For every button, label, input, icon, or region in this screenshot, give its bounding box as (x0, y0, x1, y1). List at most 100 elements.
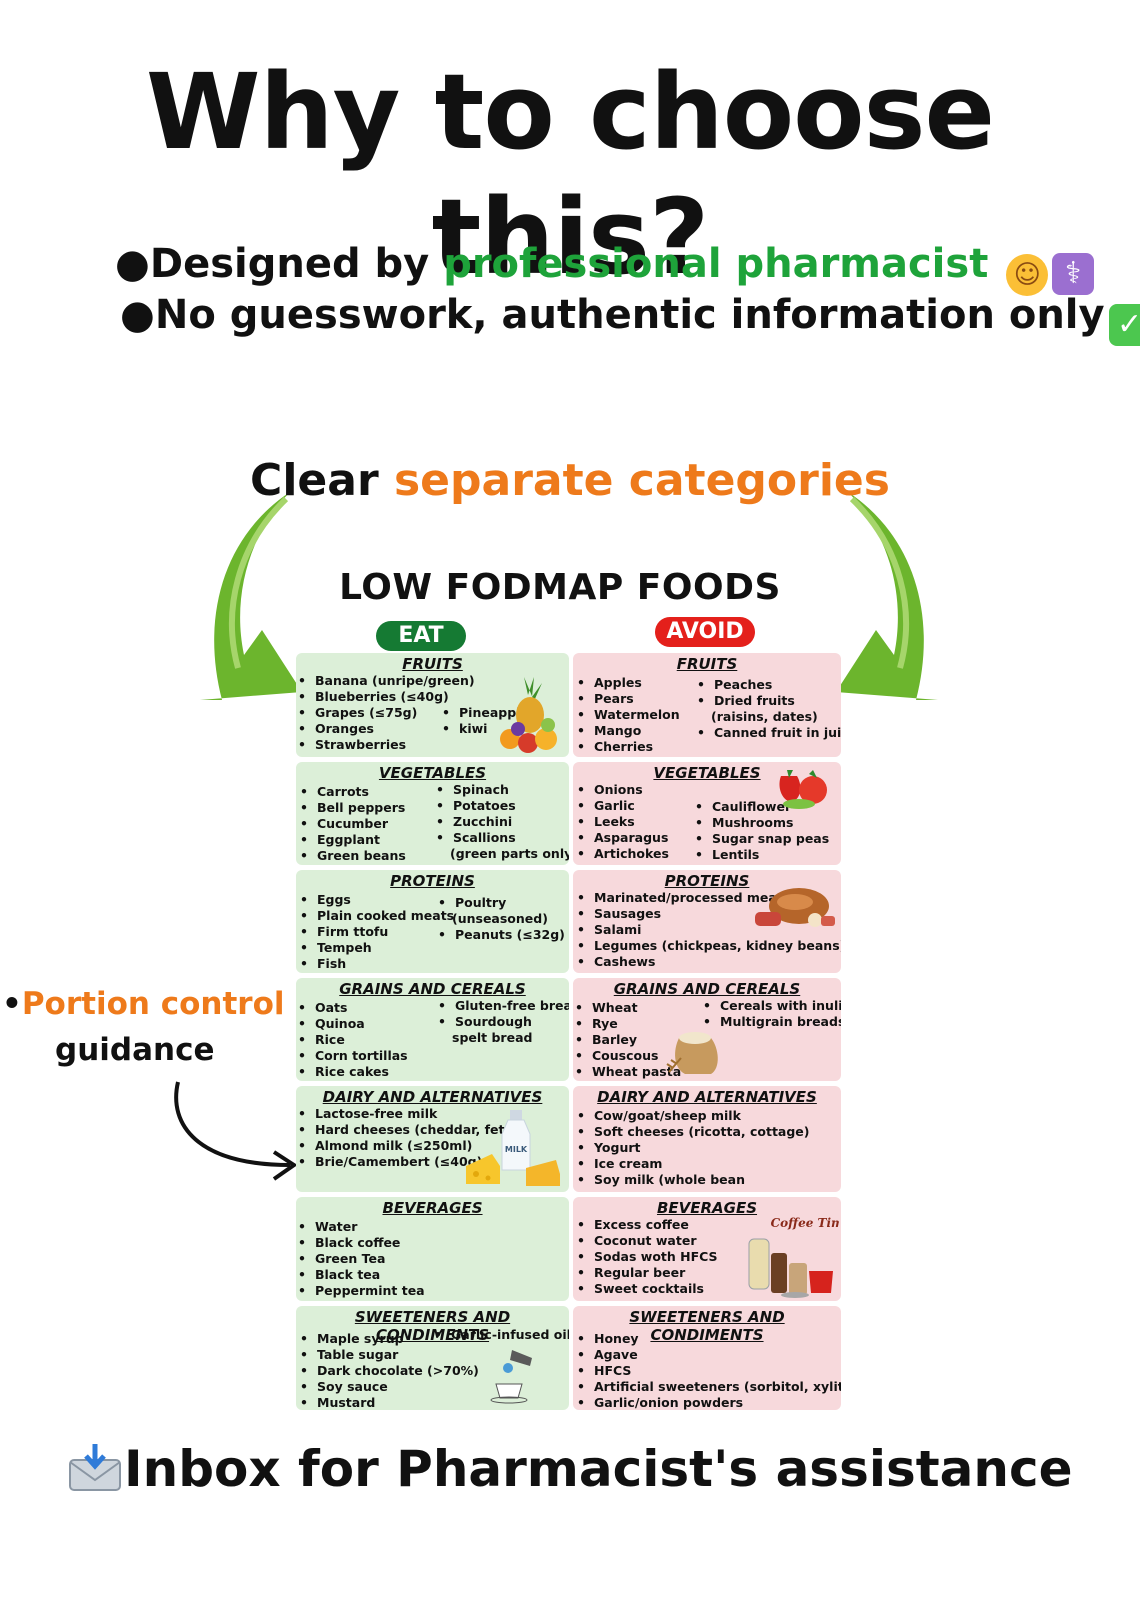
categories-highlight: separate categories (393, 455, 890, 506)
categories-heading: Clear separate categories (0, 455, 1140, 508)
list-item: Scallions (450, 830, 569, 846)
list-item: Couscous (589, 1048, 681, 1064)
list-item: Mango (591, 723, 680, 739)
list-item: Grapes (≤75g) (312, 705, 475, 721)
list-item: Black tea (312, 1267, 425, 1283)
bullet-no-guesswork: ●No guesswork, authentic information onl… (120, 291, 1140, 346)
list-item: Watermelon (591, 707, 680, 723)
list-item: Oranges (312, 721, 475, 737)
eat-proteins-list: Eggs Plain cooked meats Firm ttofu Tempe… (300, 892, 454, 972)
portion-highlight: Portion control (21, 986, 285, 1022)
list-item: Sourdough (452, 1014, 569, 1030)
chart-title: LOW FODMAP FOODS (339, 567, 781, 608)
coffee-time-text: Coffee Time (771, 1216, 839, 1230)
avoid-vegetables-title: VEGETABLES (653, 764, 761, 782)
eat-dairy-card: DAIRY AND ALTERNATIVES Lactose-free milk… (296, 1086, 569, 1192)
list-item: Firm ttofu (314, 924, 454, 940)
list-item: Rice (312, 1032, 408, 1048)
list-item: Sodas woth HFCS (591, 1249, 718, 1265)
list-item: Mustard (314, 1395, 479, 1410)
list-item: Cauliflower (709, 799, 829, 815)
avoid-vegetables-list: Onions Garlic Leeks Asparagus Artichokes (577, 782, 669, 862)
list-item: Sweet cocktails (591, 1281, 718, 1297)
avoid-grains-list-2: Cereals with inulin Multigrain breads (703, 998, 841, 1030)
list-item: Green beans (314, 848, 406, 864)
coffee-drinks-icon: Coffee Time (748, 1216, 839, 1298)
fruit-bowl-icon (500, 677, 557, 753)
list-item: Blueberries (≤40g) (312, 689, 475, 705)
avoid-vegetables-list-2: Cauliflower Mushrooms Sugar snap peas Le… (695, 799, 829, 863)
list-item: Leeks (591, 814, 669, 830)
avoid-sweeteners-list: Honey Agave HFCS Artificial sweeteners (… (577, 1331, 841, 1410)
list-item: Multigrain breads (717, 1014, 841, 1030)
eat-vegetables-card: VEGETABLES Carrots Bell peppers Cucumber… (296, 762, 569, 865)
list-item: Rice cakes (312, 1064, 408, 1080)
list-item: kiwi (456, 721, 529, 737)
list-item: Legumes (chickpeas, kidney beans) (591, 938, 841, 954)
list-item: Artificial sweeteners (sorbitol, xylitol… (591, 1379, 841, 1395)
eat-grains-list: Oats Quinoa Rice Corn tortillas Rice cak… (298, 1000, 408, 1080)
list-item: Lactose-free milk (312, 1106, 519, 1122)
list-item: Pears (591, 691, 680, 707)
list-item: Lentils (709, 847, 829, 863)
list-item: Cucumber (314, 816, 406, 832)
page-title: Why to choose this? (145, 51, 995, 298)
eat-sweeteners-card: SWEETENERS AND CONDIMENTS Maple syrup Ta… (296, 1306, 569, 1410)
list-item: Tempeh (314, 940, 454, 956)
vegetables-icon (779, 770, 827, 809)
milk-cheese-icon: MILK (466, 1110, 560, 1186)
grain-sack-icon (666, 1032, 718, 1074)
list-item: Agave (591, 1347, 841, 1363)
list-item: Garlic-infused oil (448, 1327, 569, 1343)
bullet-designed-highlight: professional pharmacist (443, 241, 989, 287)
avoid-fruits-list: Apples Pears Watermelon Mango Cherries (577, 675, 680, 755)
list-item-continued: (raisins, dates) (711, 709, 818, 724)
list-item: Coconut water (591, 1233, 718, 1249)
list-item: Sugar snap peas (709, 831, 829, 847)
list-item: Oats (312, 1000, 408, 1016)
eat-grains-list-2: Gluten-free bread Sourdough spelt bread (438, 998, 569, 1046)
avoid-proteins-title: PROTEINS (664, 872, 750, 890)
avoid-dairy-title: DAIRY AND ALTERNATIVES (597, 1088, 817, 1106)
avoid-fruits-card: FRUITS Apples Pears Watermelon Mango Che… (573, 653, 841, 757)
list-item: Sausages (591, 906, 841, 922)
list-item: Banana (unripe/green) (312, 673, 475, 689)
list-item: Artichokes (591, 846, 669, 862)
list-item-continued: (unseasoned) (452, 911, 548, 926)
list-item: Wheat pasta (589, 1064, 681, 1080)
avoid-label: AVOID (655, 617, 755, 647)
eat-proteins-title: PROTEINS (390, 872, 475, 890)
avoid-sweeteners-card: SWEETENERS AND CONDIMENTS Honey Agave HF… (573, 1306, 841, 1410)
eat-vegetables-title: VEGETABLES (378, 764, 487, 782)
eat-fruits-list-2: Pineapple kiwi (442, 705, 529, 737)
avoid-beverages-list: Excess coffee Coconut water Sodas woth H… (577, 1217, 718, 1297)
inbox-tray-icon (69, 1444, 121, 1491)
list-item: Onions (591, 782, 669, 798)
list-item: Mushrooms (709, 815, 829, 831)
list-item: Brie/Camembert (≤40g) (312, 1154, 519, 1170)
roast-meat-icon (755, 888, 835, 927)
list-item: Rye (589, 1016, 681, 1032)
list-item: Salami (591, 922, 841, 938)
list-item: Cherries (591, 739, 680, 755)
eat-beverages-list: Water Black coffee Green Tea Black tea P… (298, 1219, 425, 1299)
portion-control-label: •Portion control (2, 986, 285, 1022)
eat-sweeteners-list: Maple syrup Table sugar Dark chocolate (… (300, 1331, 479, 1410)
milk-icon-text: MILK (505, 1145, 528, 1154)
list-item: Corn tortillas (312, 1048, 408, 1064)
list-item: Water (312, 1219, 425, 1235)
list-item: Canned fruit in juice (711, 725, 841, 741)
avoid-grains-title: GRAINS AND CEREALS (613, 980, 801, 998)
man-face-icon: ☺ (1006, 254, 1049, 296)
list-item: Peppermint tea (312, 1283, 425, 1299)
list-item: Poultry (452, 895, 565, 911)
eat-dairy-list: Lactose-free milk Hard cheeses (cheddar,… (298, 1106, 519, 1170)
eat-fruits-card: FRUITS Banana (unripe/green) Blueberries… (296, 653, 569, 757)
eat-grains-card: GRAINS AND CEREALS Oats Quinoa Rice Corn… (296, 978, 569, 1081)
list-item: Bell peppers (314, 800, 406, 816)
list-item: Black coffee (312, 1235, 425, 1251)
list-item: Carrots (314, 784, 406, 800)
curved-arrow-icon (836, 492, 938, 700)
categories-prefix: Clear (250, 455, 394, 506)
list-item: Quinoa (312, 1016, 408, 1032)
